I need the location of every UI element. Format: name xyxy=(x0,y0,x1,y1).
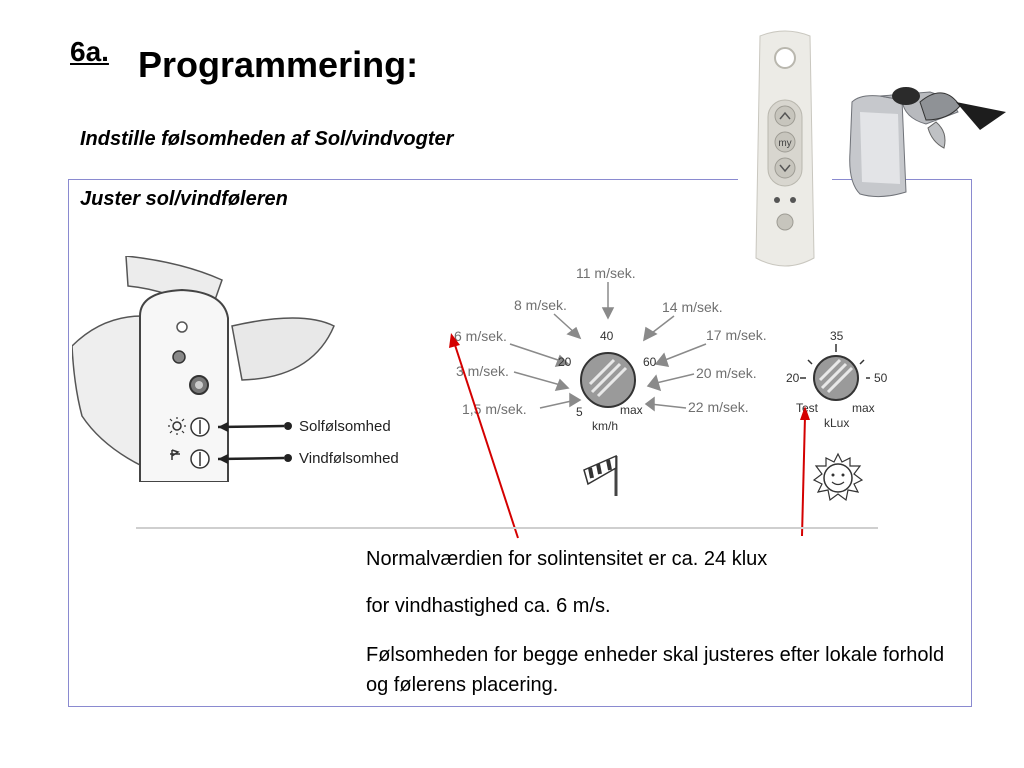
sun-scale-label: max xyxy=(852,401,875,415)
sun-sensitivity-icon xyxy=(168,417,186,435)
wind-unit-label: km/h xyxy=(592,419,618,433)
wind-pointer-arrow xyxy=(449,333,519,539)
sun-scale-label: 20 xyxy=(786,371,800,385)
sun-face-icon xyxy=(812,452,864,502)
sun-scale-label: Test xyxy=(796,401,819,415)
up-arrow-button xyxy=(774,105,796,127)
pointer-arrows xyxy=(449,333,810,539)
wind-sensitivity-label: Vindfølsomhed xyxy=(299,450,399,467)
sun-pointer-arrow xyxy=(800,406,810,537)
slide-number: 6a. xyxy=(70,36,109,67)
page-title: Programmering: xyxy=(138,44,419,85)
wind-sensitivity-icon xyxy=(170,449,180,460)
sun-scale-label: 50 xyxy=(874,371,888,385)
box-heading: Juster sol/vindføleren xyxy=(80,188,288,210)
my-label: my xyxy=(778,138,791,149)
windsock-icon xyxy=(583,454,618,496)
sensor-closeup-drawing: Solfølsomhed Vindfølsomhed xyxy=(72,256,399,482)
wind-speed-label: 6 m/sek. xyxy=(454,328,507,344)
divider xyxy=(136,527,878,529)
wind-knob-icon xyxy=(580,352,636,408)
wind-scale-label: max xyxy=(620,403,643,417)
wind-scale-label: 20 xyxy=(558,355,572,369)
sensor-device-image xyxy=(849,87,1006,198)
sun-scale-label: 35 xyxy=(830,329,844,343)
wind-speed-label: 8 m/sek. xyxy=(514,297,567,313)
sun-knob-icon xyxy=(813,355,859,401)
sun-sensitivity-label: Solfølsomhed xyxy=(299,418,391,435)
page-subtitle: Indstille følsomheden af Sol/vindvogter xyxy=(80,128,454,150)
prog-button xyxy=(776,213,794,231)
note-sun-normal-value: Normalværdien for solintensitet er ca. 2… xyxy=(366,548,768,570)
wind-speed-label: 17 m/sek. xyxy=(706,327,767,343)
wind-scale-label: 60 xyxy=(643,355,657,369)
wind-dial-diagram: 11 m/sek. 8 m/sek. 14 m/sek. 6 m/sek. 17… xyxy=(454,265,767,496)
my-button xyxy=(774,131,796,153)
wind-speed-label: 3 m/sek. xyxy=(456,363,509,379)
note-wind-normal-value: for vindhastighed ca. 6 m/s. xyxy=(366,595,611,617)
wind-speed-label: 11 m/sek. xyxy=(576,265,636,281)
wind-scale-label: 5 xyxy=(576,405,583,419)
wind-speed-label: 14 m/sek. xyxy=(662,299,723,315)
remote-hole-icon xyxy=(774,47,796,69)
remote-control-image: my xyxy=(738,28,832,274)
sun-unit-label: kLux xyxy=(824,416,849,430)
down-arrow-button xyxy=(774,157,796,179)
note-adjustment-advice: Følsomheden for begge enheder skal juste… xyxy=(366,644,945,696)
content-box xyxy=(68,179,972,707)
wind-scale-label: 40 xyxy=(600,329,614,343)
wind-speed-label: 20 m/sek. xyxy=(696,365,757,381)
sun-dial-diagram: 35 20 50 Test max kLux xyxy=(786,329,888,502)
wind-speed-label: 22 m/sek. xyxy=(688,399,749,415)
